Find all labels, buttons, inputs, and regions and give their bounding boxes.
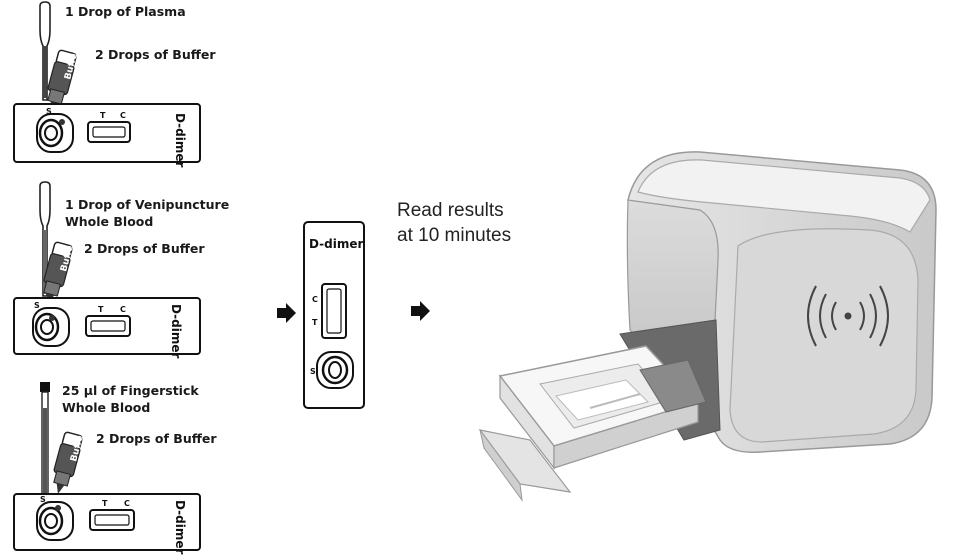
cassette-name: D-dimer xyxy=(173,500,187,555)
cassette-name: D-dimer xyxy=(169,304,183,359)
test-mark: T xyxy=(98,305,104,314)
cassette-name: D-dimer xyxy=(173,113,187,168)
cassette-icon xyxy=(13,297,201,355)
nfc-icon xyxy=(807,285,889,347)
step2-sample-label-line1: 1 Drop of Venipuncture xyxy=(65,197,230,212)
step3-sample-label-line2: Whole Blood xyxy=(62,400,151,415)
vertical-cassette-illustration: D-dimer C T S xyxy=(303,221,365,409)
buffer-vial-icon xyxy=(53,431,83,494)
step3-illustration: Buffer T C S D-dimer xyxy=(13,382,201,555)
step2-buffer-label: 2 Drops of Buffer xyxy=(84,241,205,256)
control-mark: C xyxy=(124,499,130,508)
cassette-icon xyxy=(303,221,365,409)
step1-sample-label: 1 Drop of Plasma xyxy=(65,4,186,19)
control-mark: C xyxy=(120,305,126,314)
step2-sample-label-line2: Whole Blood xyxy=(65,214,154,229)
buffer-vial-icon xyxy=(47,49,77,112)
dropper-icon xyxy=(39,181,51,297)
tray-cartridge xyxy=(639,359,707,413)
step3-sample-label-line1: 25 µl of Fingerstick xyxy=(62,383,199,398)
test-mark: T xyxy=(312,318,318,327)
test-mark: T xyxy=(102,499,108,508)
step1-illustration: Buffer T C S D-dimer xyxy=(13,1,201,168)
step1-buffer-label: 2 Drops of Buffer xyxy=(95,47,216,62)
control-mark: C xyxy=(312,295,318,304)
sample-mark: S xyxy=(46,107,52,116)
dropper-icon xyxy=(39,1,51,101)
capillary-tube-icon xyxy=(40,382,50,499)
buffer-vial-icon xyxy=(43,241,73,302)
step2-illustration: Buffer T C S D-dimer xyxy=(13,181,201,359)
read-results-line1: Read results xyxy=(397,200,504,221)
step3-buffer-label: 2 Drops of Buffer xyxy=(96,431,217,446)
cassette-icon xyxy=(13,103,201,163)
device-top xyxy=(637,159,931,233)
sample-mark: S xyxy=(34,301,40,310)
control-mark: C xyxy=(120,111,126,120)
sample-mark: S xyxy=(40,495,46,504)
cassette-name: D-dimer xyxy=(309,237,364,251)
sample-mark: S xyxy=(310,367,316,376)
read-results-text: Read results at 10 minutes xyxy=(397,198,511,248)
test-mark: T xyxy=(100,111,106,120)
analyzer-device-illustration xyxy=(478,151,937,502)
arrow-right-icon xyxy=(277,303,296,323)
cassette-icon xyxy=(13,493,201,551)
read-results-line2: at 10 minutes xyxy=(397,225,512,246)
arrow-right-icon xyxy=(411,301,430,321)
